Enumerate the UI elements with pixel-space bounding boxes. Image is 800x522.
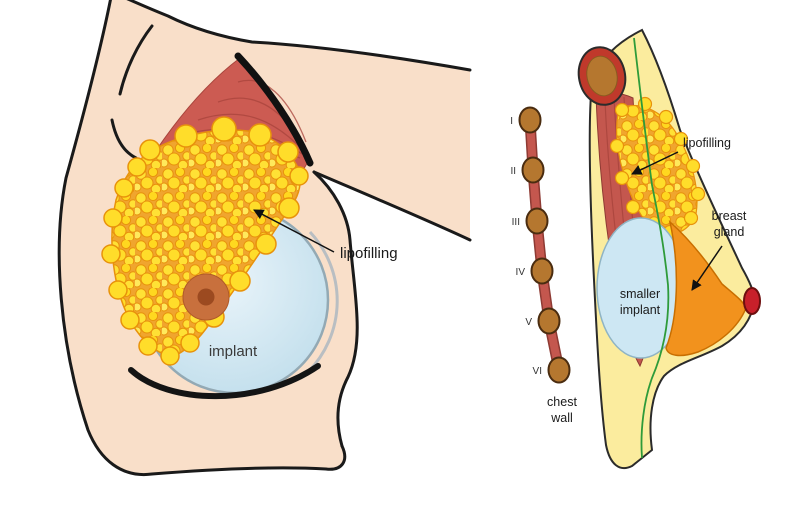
breast-gland-label-line2: gland: [714, 225, 745, 239]
rib-numeral-5: V: [525, 317, 532, 328]
rib-numeral-1: I: [510, 116, 513, 127]
muscle-cross-section-top: [577, 46, 627, 106]
implant-label: implant: [209, 343, 258, 360]
left-panel-frontal-view: implant lipofilling: [57, 0, 472, 477]
breast-skin-arc: [306, 230, 339, 374]
rib-numeral-3: III: [512, 217, 520, 228]
lipofilling-label-right: lipofilling: [683, 136, 731, 150]
lipofilling-fat-left: [101, 116, 309, 366]
fascia-line: [633, 37, 670, 459]
lipofilling-label-left: lipofilling: [340, 245, 398, 262]
lipofilling-arrow-left: [253, 209, 335, 253]
nipple-left: [182, 273, 230, 321]
chest-wall-ribs: I II III IV V VI chest wall: [510, 106, 577, 425]
fat-globule-edge: [101, 116, 309, 366]
smaller-implant-label-line1: smaller: [620, 287, 660, 301]
breast-gland-annotation: breast gland: [691, 209, 747, 291]
rib-numeral-6: VI: [533, 366, 542, 377]
rib-level-numerals: I II III IV V VI: [510, 116, 542, 377]
breast-gland-shape: [665, 219, 747, 357]
lipofilling-annotation-left: lipofilling: [253, 209, 398, 262]
chest-wall-label: chest wall: [547, 395, 577, 425]
lipofilling-arrow-right: [631, 151, 679, 175]
inframammary-fold: [128, 363, 321, 400]
right-panel-sagittal-view: I II III IV V VI chest wall: [510, 28, 761, 470]
chest-wall-label-line1: chest: [547, 395, 577, 409]
axilla-fold-line: [234, 52, 314, 167]
rib-cross-sections: [518, 106, 571, 384]
nipple-right: [743, 287, 761, 315]
rib-numeral-4: IV: [516, 267, 526, 278]
smaller-implant-label: smaller implant: [620, 287, 661, 317]
breast-gland-arrow: [691, 245, 723, 291]
lipofilling-annotation-right: lipofilling: [631, 136, 731, 175]
body-outline: [57, 0, 472, 477]
breast-gland-label-line1: breast: [712, 209, 747, 223]
smaller-implant-label-line2: implant: [620, 303, 661, 317]
chest-wall-label-line2: wall: [550, 411, 573, 425]
rib-numeral-2: II: [510, 166, 516, 177]
